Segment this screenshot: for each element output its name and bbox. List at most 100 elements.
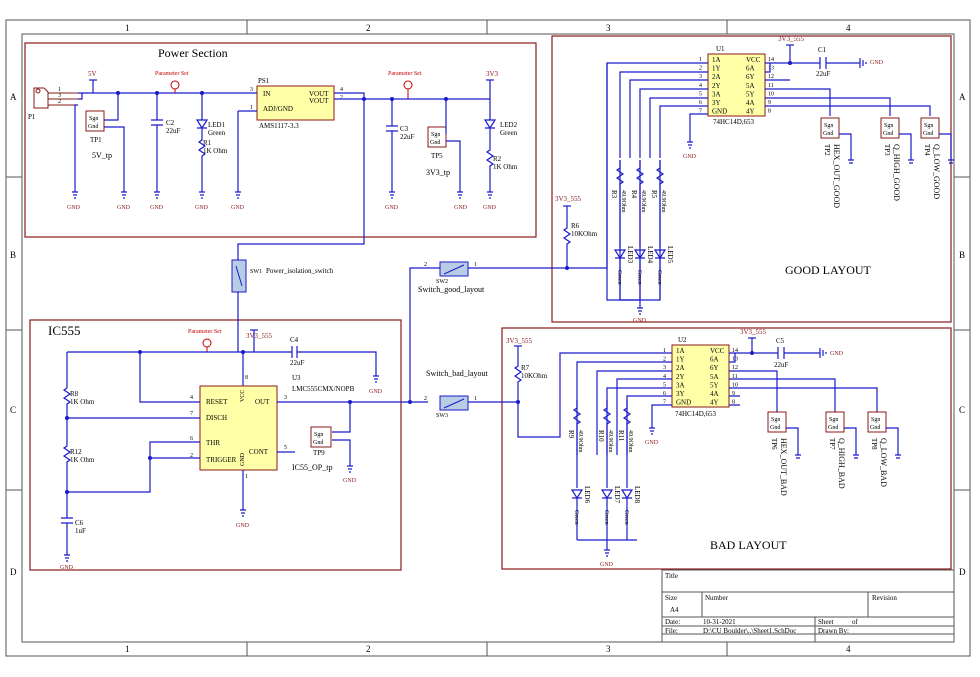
svg-text:LMC555CMX/NOPB: LMC555CMX/NOPB xyxy=(292,385,355,393)
good-res-val-1: 49.9Ohm xyxy=(640,190,646,213)
u2-pinnum-right-0: 14 xyxy=(732,348,738,354)
good-led-1 xyxy=(633,249,647,300)
regulator-ps1: PS1 IN ADJ/GND VOUT VOUT AMS1117-3.3 3 1… xyxy=(250,77,343,130)
svg-text:THR: THR xyxy=(206,439,220,447)
svg-text:GND: GND xyxy=(385,205,399,211)
good-tp-gnd-0: Gnd xyxy=(823,131,833,137)
good-layout-title: GOOD LAYOUT xyxy=(785,263,872,277)
gnd-label-tp5: GND xyxy=(454,205,468,211)
good-tp-net-1: Q_HIGH_GOOD xyxy=(892,144,901,201)
u2-pin-right-6: 4Y xyxy=(710,399,719,407)
good-led-col-2: Green xyxy=(656,270,662,285)
capacitor-c5: C5 22uF xyxy=(774,337,789,369)
u1-pin-right-0: VCC xyxy=(746,56,761,64)
svg-text:22uF: 22uF xyxy=(166,127,181,135)
row-label-right-d: D xyxy=(959,567,966,577)
u2-pinnum-left-1: 2 xyxy=(663,357,666,363)
svg-text:10KOhm: 10KOhm xyxy=(571,230,598,238)
connector-p1: 1 3 2 P1 xyxy=(28,87,78,121)
svg-text:Parameter Set: Parameter Set xyxy=(388,71,422,77)
svg-text:Sgn: Sgn xyxy=(89,116,98,122)
outer-frame xyxy=(5,19,971,657)
svg-text:R1: R1 xyxy=(203,139,212,147)
col-label-top-3: 3 xyxy=(606,23,611,33)
svg-text:2: 2 xyxy=(424,396,427,402)
u1-pin-right-6: 4Y xyxy=(746,108,755,116)
capacitor-c2: C2 22uF GND xyxy=(150,91,181,211)
svg-text:1K Ohm: 1K Ohm xyxy=(493,163,518,171)
u1-pinnum-right-1: 13 xyxy=(768,66,774,72)
good-led-ref-0: LED3 xyxy=(626,246,634,264)
capacitor-c1: C1 22uF xyxy=(816,46,831,78)
u1-pinnum-left-1: 2 xyxy=(699,66,702,72)
good-res-val-2: 49.9Ohm xyxy=(660,190,666,213)
svg-text:1: 1 xyxy=(58,87,61,93)
u2-pinnum-left-5: 6 xyxy=(663,391,666,397)
svg-text:LED2: LED2 xyxy=(500,121,518,129)
u2-pin-right-4: 5Y xyxy=(710,381,719,389)
title-block xyxy=(661,569,955,643)
u2-pin-left-2: 2A xyxy=(676,364,685,372)
svg-text:SW1: SW1 xyxy=(250,269,262,275)
u1-pinnum-right-0: 14 xyxy=(768,57,774,63)
svg-text:C6: C6 xyxy=(75,519,84,527)
gnd-label-ps1: GND xyxy=(231,205,245,211)
good-tp-gnd-2: Gnd xyxy=(923,131,933,137)
svg-text:1uF: 1uF xyxy=(75,527,86,535)
gnd-label-bad-leds: GND xyxy=(600,562,614,568)
gnd-label-u2: GND xyxy=(645,440,659,446)
bad-tp-ref-2: TP8 xyxy=(870,438,878,450)
u1-pinnum-left-2: 3 xyxy=(699,74,702,80)
tb-size: Size xyxy=(665,594,677,602)
param-set-3: Parameter Set xyxy=(188,329,222,352)
u2-pinnum-right-3: 11 xyxy=(732,374,738,380)
bad-led-2 xyxy=(620,489,634,540)
u1-pin-left-4: 3A xyxy=(712,90,721,98)
svg-text:C3: C3 xyxy=(400,125,409,133)
u1-pinnum-right-3: 11 xyxy=(768,83,774,89)
svg-text:3V3_tp: 3V3_tp xyxy=(426,168,450,177)
svg-text:3: 3 xyxy=(58,93,61,99)
gnd-label-c1: GND xyxy=(870,60,884,66)
svg-text:Switch_good_layout: Switch_good_layout xyxy=(418,285,485,294)
net-3v3-555-u1: 3V3_555 xyxy=(778,35,805,43)
u1-pinnum-right-6: 8 xyxy=(768,109,771,115)
gnd-label-p1: GND xyxy=(67,205,81,211)
svg-text:Power_isolation_switch: Power_isolation_switch xyxy=(266,267,334,275)
u1-pinnum-left-3: 4 xyxy=(699,83,702,89)
svg-text:22uF: 22uF xyxy=(774,361,789,369)
u1-pin-left-0: 1A xyxy=(712,56,721,64)
bad-led-col-2: Green xyxy=(623,510,629,525)
svg-text:22uF: 22uF xyxy=(400,133,415,141)
testpoint-tp5: Sgn Gnd TP5 3V3_tp xyxy=(426,126,450,177)
row-label-right-c: C xyxy=(959,405,965,415)
u1-pinnum-right-5: 9 xyxy=(768,100,771,106)
svg-text:AMS1117-3.3: AMS1117-3.3 xyxy=(259,122,299,130)
svg-text:DISCH: DISCH xyxy=(206,414,227,422)
bad-tp-gnd-0: Gnd xyxy=(770,425,780,431)
ic-u1: U1 74HC14D,653 xyxy=(707,45,766,126)
svg-text:U1: U1 xyxy=(716,45,725,53)
bad-led-ref-0: LED6 xyxy=(583,486,591,504)
svg-text:R2: R2 xyxy=(493,155,502,163)
bad-tp-sgn-0: Sgn xyxy=(771,417,780,423)
svg-text:Green: Green xyxy=(500,129,518,137)
u1-pin-left-6: GND xyxy=(712,108,727,116)
svg-text:PS1: PS1 xyxy=(258,77,270,85)
bad-tp-gnd-1: Gnd xyxy=(828,425,838,431)
svg-text:74HC14D,653: 74HC14D,653 xyxy=(713,118,755,126)
u1-pin-right-3: 5A xyxy=(746,82,755,90)
tp1-net: 5V_tp xyxy=(92,151,112,160)
svg-text:U3: U3 xyxy=(292,374,301,382)
u2-pinnum-left-6: 7 xyxy=(663,400,666,406)
svg-text:RESET: RESET xyxy=(206,398,228,406)
good-resistor-2 xyxy=(655,160,665,248)
testpoint-tp1: Sgn Gnd TP1 5V_tp xyxy=(85,110,112,160)
resistor-r7: R7 10KOhm xyxy=(513,360,548,402)
u1-pinnum-left-0: 1 xyxy=(699,57,702,63)
led2-r2-chain: LED2 Green R2 1K Ohm GND xyxy=(483,99,518,211)
inner-frame xyxy=(21,33,955,643)
